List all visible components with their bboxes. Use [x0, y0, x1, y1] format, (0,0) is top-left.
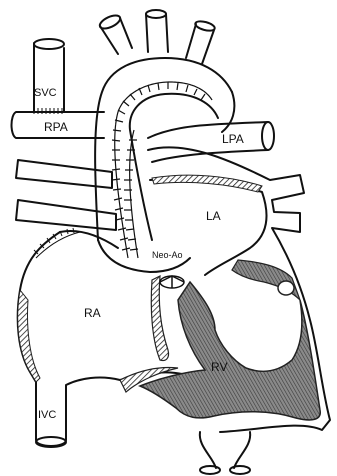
la-inner-contour	[150, 179, 266, 275]
lower-vessel-stumps	[200, 432, 250, 468]
label-svc: SVC	[34, 87, 57, 99]
neo-aortic-valve	[160, 276, 184, 288]
label-ivc: IVC	[38, 409, 56, 421]
label-neo-ao: Neo-Ao	[152, 250, 183, 260]
atrial-septum	[151, 276, 168, 361]
ra-lateral-wall	[18, 290, 40, 382]
pulmonary-vein-upper	[16, 160, 112, 188]
left-carotid-artery	[146, 14, 168, 52]
suture-line-arch	[112, 82, 212, 258]
la-roof-hatch	[152, 175, 262, 192]
label-lpa: LPA	[222, 132, 244, 146]
suture-line-ra	[34, 228, 80, 258]
label-ra: RA	[84, 306, 101, 320]
label-rv: RV	[211, 360, 227, 374]
pulmonary-vein-lower	[16, 200, 116, 230]
label-rpa: RPA	[44, 120, 68, 134]
aortic-arch-inner	[130, 94, 218, 240]
ra-roof	[60, 231, 118, 248]
descending-aorta	[222, 92, 234, 132]
svc-vessel	[34, 43, 64, 112]
rv-trabecular-opening	[278, 281, 294, 295]
lpa-vessel	[148, 122, 268, 162]
label-la: LA	[206, 209, 221, 223]
